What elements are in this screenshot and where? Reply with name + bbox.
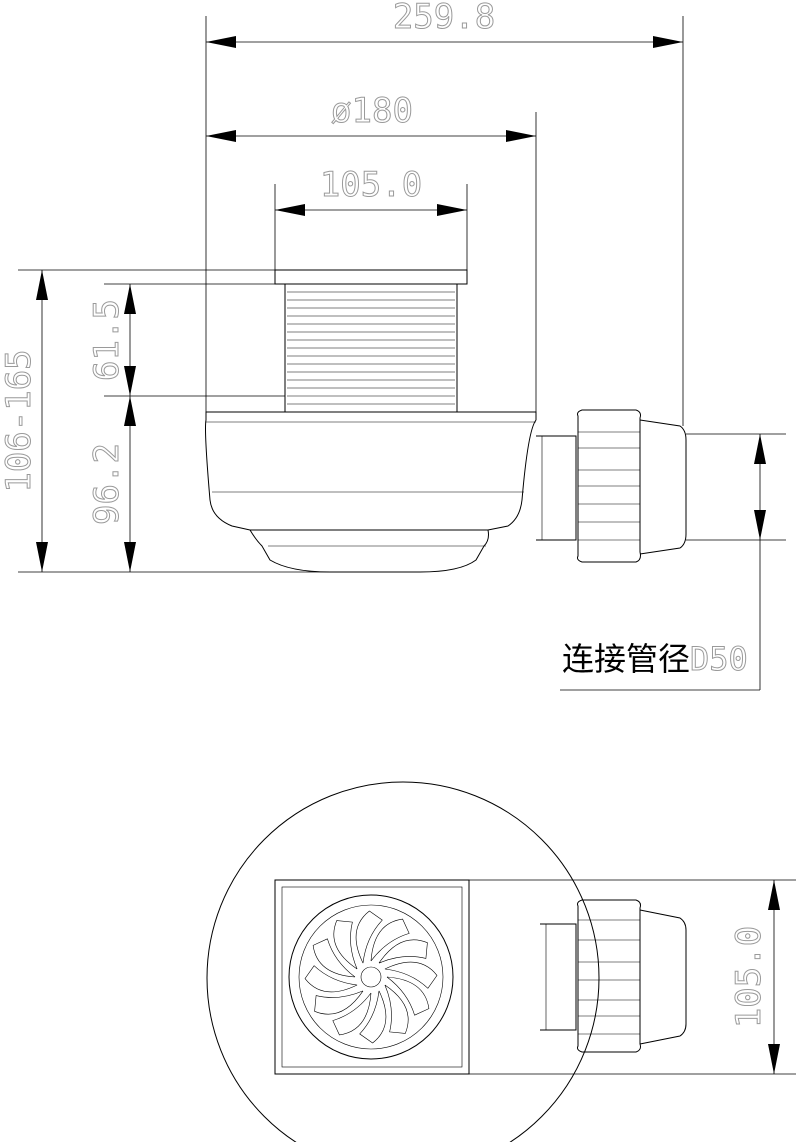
grate-petal bbox=[355, 910, 383, 964]
grate-petal bbox=[314, 990, 364, 1015]
drain-bowl bbox=[249, 529, 489, 573]
square-grate-frame bbox=[274, 879, 470, 1075]
plan-outlet-nut bbox=[577, 899, 641, 1053]
side-view bbox=[205, 269, 687, 573]
outlet-label-size: D50 bbox=[690, 640, 748, 678]
grate-petal bbox=[304, 965, 358, 993]
dim-overall-width: 259.8 bbox=[393, 0, 495, 37]
outlet-nut bbox=[577, 409, 641, 563]
grate-petals bbox=[304, 910, 438, 1044]
outlet-label-text: 连接管径 bbox=[562, 640, 690, 678]
dim-body-diameter: ø180 bbox=[331, 91, 413, 131]
flange-top bbox=[274, 269, 468, 285]
plan-view bbox=[206, 781, 687, 1142]
drain-body bbox=[205, 411, 537, 531]
grate-petal bbox=[312, 938, 356, 978]
grate-petal bbox=[384, 961, 438, 989]
plan-dimension bbox=[469, 879, 796, 1075]
dim-thread-height: 61.5 bbox=[87, 299, 127, 381]
grate-petal bbox=[332, 992, 372, 1036]
grate-ring-inner bbox=[298, 904, 444, 1050]
grate-petal bbox=[359, 990, 387, 1044]
dimension-lines bbox=[18, 16, 786, 691]
grate-petal bbox=[370, 918, 410, 962]
grate-petal bbox=[333, 920, 358, 970]
grate-ring-outer bbox=[288, 894, 454, 1060]
outlet-label: 连接管径 D50 bbox=[562, 640, 748, 679]
grate-petal bbox=[386, 976, 430, 1016]
plan-outlet-pipe bbox=[540, 923, 577, 1031]
dim-flange-width: 105.0 bbox=[320, 165, 422, 205]
dim-body-height: 96.2 bbox=[87, 443, 127, 525]
dim-plan-square: 105.0 bbox=[729, 926, 769, 1028]
thread-ribs bbox=[287, 291, 455, 405]
dim-total-height: 106-165 bbox=[0, 349, 39, 492]
outlet-pipe bbox=[536, 435, 577, 541]
grate-petal bbox=[384, 984, 409, 1034]
grate-petal bbox=[378, 939, 428, 964]
body-circle bbox=[206, 781, 600, 1142]
